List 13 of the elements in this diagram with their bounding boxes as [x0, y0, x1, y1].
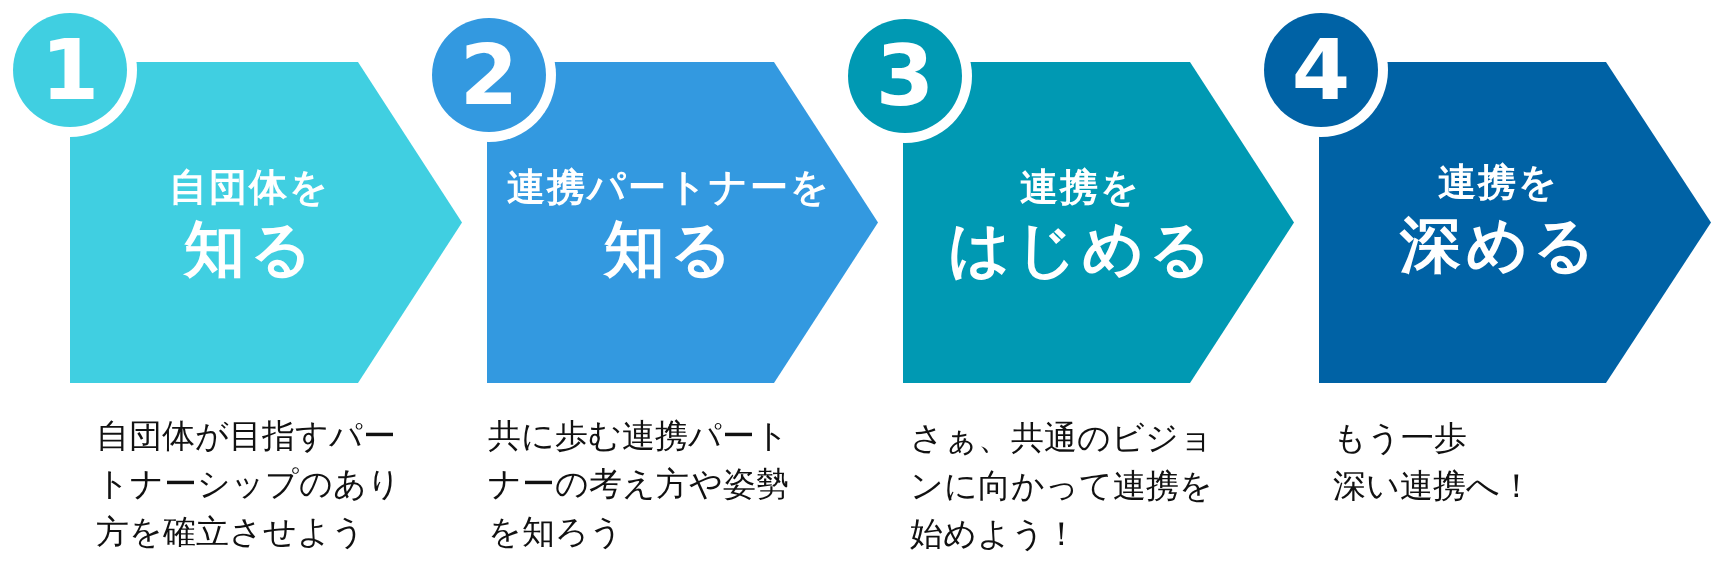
step-heading: 連携を — [1018, 168, 1141, 206]
step-description: 共に歩む連携パートナーの考え方や姿勢を知ろう — [488, 415, 790, 553]
step-heading: 連携パートナーを — [506, 168, 831, 206]
step-description: もう一歩 — [1333, 417, 1467, 459]
step-description: さぁ、共通のビジョンに向かって連携を始めよう！ — [910, 417, 1214, 555]
step-title: 知る — [182, 218, 317, 279]
step-title: 深める — [1398, 214, 1600, 275]
step-title: はじめる — [946, 218, 1216, 279]
step-description: 深い連携へ！ — [1333, 465, 1533, 507]
step-description: 自団体が目指すパートナーシップのあり方を確立させよう — [96, 415, 402, 553]
step-heading: 連携を — [1436, 163, 1559, 201]
step-title: 知る — [602, 218, 737, 279]
step-heading: 自団体を — [167, 168, 330, 206]
